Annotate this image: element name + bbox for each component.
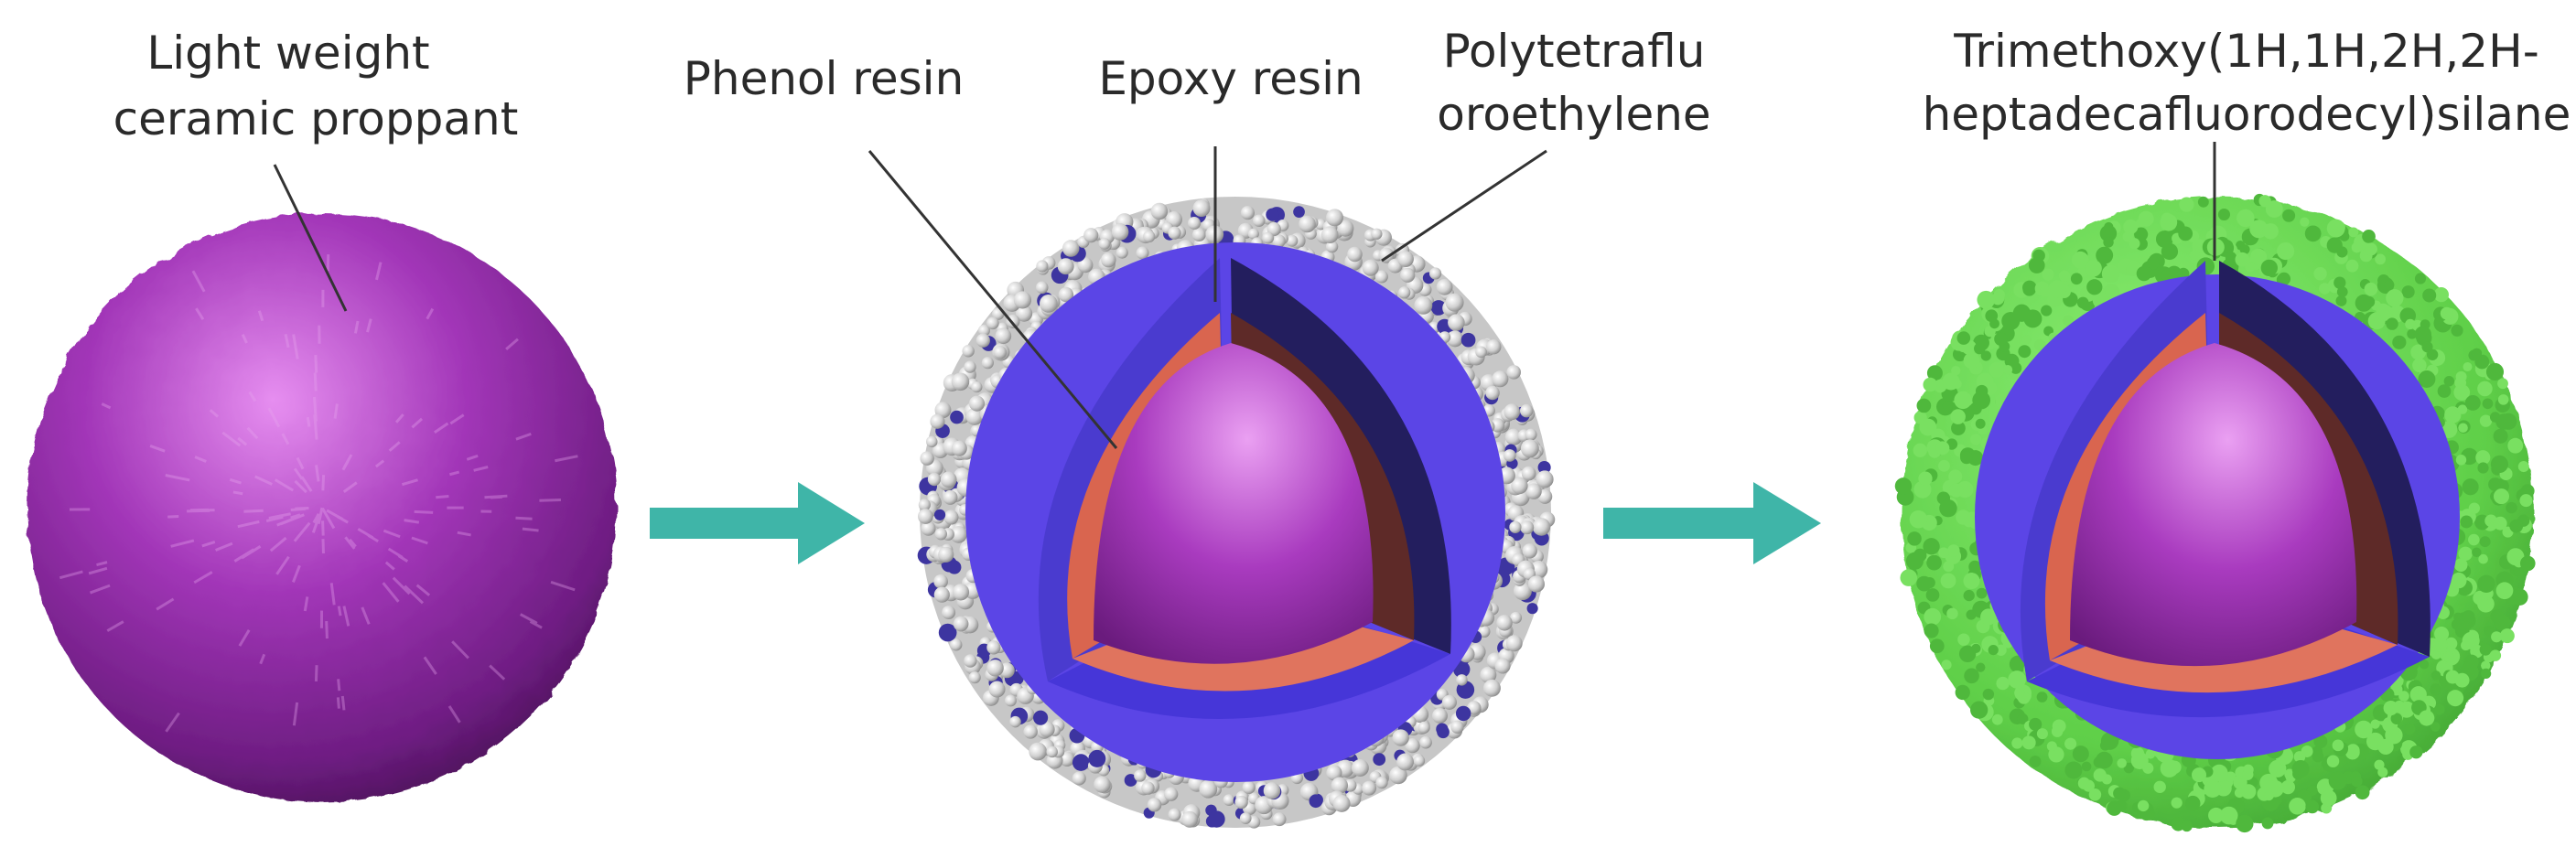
inner-core (2070, 343, 2357, 667)
ptfe-leader-line (1381, 149, 1547, 263)
inner-core (1094, 343, 1374, 664)
silane-label-line-2: heptadecafluorodecyl)silane (1923, 88, 2571, 141)
core-leader-line (273, 164, 348, 312)
resin-coated-sphere (917, 197, 1556, 829)
ptfe-particles (917, 198, 1556, 829)
core-label-line-1: Light weight (146, 27, 429, 80)
epoxy-label: Epoxy resin (1098, 52, 1363, 105)
phenol-label: Phenol resin (684, 52, 965, 105)
core-label-line-2: ceramic proppant (113, 92, 519, 145)
arrow-right-icon (650, 482, 865, 564)
phenol-leader-line (868, 150, 1118, 449)
silane-coated-sphere (1894, 193, 2536, 833)
surface-texture (59, 254, 578, 733)
arrow-right-icon (1603, 482, 1821, 564)
ptfe-label-line-2: oroethylene (1437, 88, 1710, 141)
silane-label-line-1: Trimethoxy(1H,1H,2H,2H- (1953, 25, 2539, 78)
ptfe-label-line-1: Polytetraflu (1443, 25, 1706, 78)
proppant-core-sphere (27, 213, 617, 802)
